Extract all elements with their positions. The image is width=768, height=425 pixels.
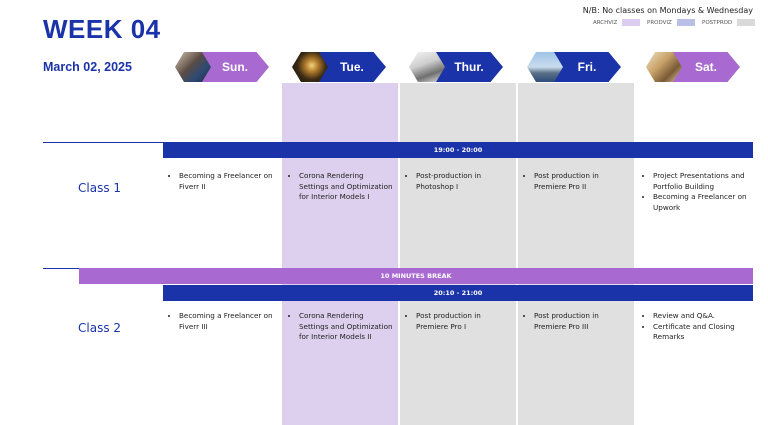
lesson-item: Becoming a Freelancer on Fiverr III — [179, 311, 274, 332]
interior-lamp-photo — [292, 52, 328, 82]
week-date: March 02, 2025 — [43, 60, 132, 74]
column-fri — [518, 83, 634, 425]
break-bar: 10 MINUTES BREAK — [79, 268, 753, 284]
class2-sat-cell: Review and Q&A. Certificate and Closing … — [644, 311, 754, 343]
break-label: 10 MINUTES BREAK — [380, 272, 452, 280]
city-skyline-photo — [527, 52, 563, 82]
class1-tue-cell: Corona Rendering Settings and Optimizati… — [290, 171, 394, 203]
day-label: Fri. — [577, 60, 597, 74]
legend-postprod: POSTPROD — [702, 19, 756, 26]
legend-label: PRODVIZ — [647, 19, 672, 26]
legend-swatch — [676, 19, 695, 26]
day-header-sun: Sun. — [175, 52, 269, 82]
legend-archviz: ARCHVIZ — [593, 19, 641, 26]
column-tue — [282, 83, 398, 425]
photo-editing-photo — [409, 52, 445, 82]
class2-fri-cell: Post production in Premiere Pro III — [525, 311, 629, 332]
workspace-photo — [175, 52, 211, 82]
lesson-item: Becoming a Freelancer on Fiverr II — [179, 171, 274, 192]
lesson-item: Corona Rendering Settings and Optimizati… — [299, 311, 394, 343]
schedule-note: N/B: No classes on Mondays & Wednesday — [582, 6, 753, 15]
lesson-item: Project Presentations and Portfolio Buil… — [653, 171, 754, 192]
lesson-item: Post production in Premiere Pro III — [534, 311, 629, 332]
class2-tue-cell: Corona Rendering Settings and Optimizati… — [290, 311, 394, 343]
class2-label: Class 2 — [78, 321, 122, 335]
time-label: 19:00 - 20:00 — [433, 146, 483, 154]
class1-fri-cell: Post production in Premiere Pro II — [525, 171, 629, 192]
column-thur — [400, 83, 516, 425]
class1-sat-cell: Project Presentations and Portfolio Buil… — [644, 171, 754, 213]
time-label: 20:10 - 21:00 — [433, 289, 483, 297]
day-header-thur: Thur. — [409, 52, 503, 82]
day-header-fri: Fri. — [527, 52, 621, 82]
day-header-tue: Tue. — [292, 52, 386, 82]
page-title: WEEK 04 — [43, 14, 161, 44]
class1-label: Class 1 — [78, 181, 122, 195]
class2-time-bar: 20:10 - 21:00 — [163, 285, 753, 301]
lesson-item: Certificate and Closing Remarks — [653, 322, 754, 343]
legend-prodviz: PRODVIZ — [647, 19, 695, 26]
lesson-item: Post production in Premiere Pro II — [534, 171, 629, 192]
day-label: Tue. — [340, 60, 364, 74]
legend-swatch — [737, 19, 756, 26]
lesson-item: Post-production in Photoshop I — [416, 171, 511, 192]
divider — [43, 268, 79, 269]
class2-sun-cell: Becoming a Freelancer on Fiverr III — [170, 311, 274, 332]
divider — [43, 142, 163, 143]
class1-sun-cell: Becoming a Freelancer on Fiverr II — [170, 171, 274, 192]
legend-label: POSTPROD — [702, 19, 733, 26]
class1-time-bar: 19:00 - 20:00 — [163, 142, 753, 158]
class1-thur-cell: Post-production in Photoshop I — [407, 171, 511, 192]
class2-thur-cell: Post production in Premiere Pro I — [407, 311, 511, 332]
legend-swatch — [622, 19, 641, 26]
day-header-sat: Sat. — [646, 52, 740, 82]
day-label: Thur. — [454, 60, 484, 74]
lesson-item: Corona Rendering Settings and Optimizati… — [299, 171, 394, 203]
lesson-item: Post production in Premiere Pro I — [416, 311, 511, 332]
legend-label: ARCHVIZ — [593, 19, 618, 26]
day-label: Sun. — [222, 60, 248, 74]
lesson-item: Becoming a Freelancer on Upwork — [653, 192, 754, 213]
presentation-photo — [646, 52, 682, 82]
lesson-item: Review and Q&A. — [653, 311, 754, 322]
day-label: Sat. — [694, 60, 717, 74]
